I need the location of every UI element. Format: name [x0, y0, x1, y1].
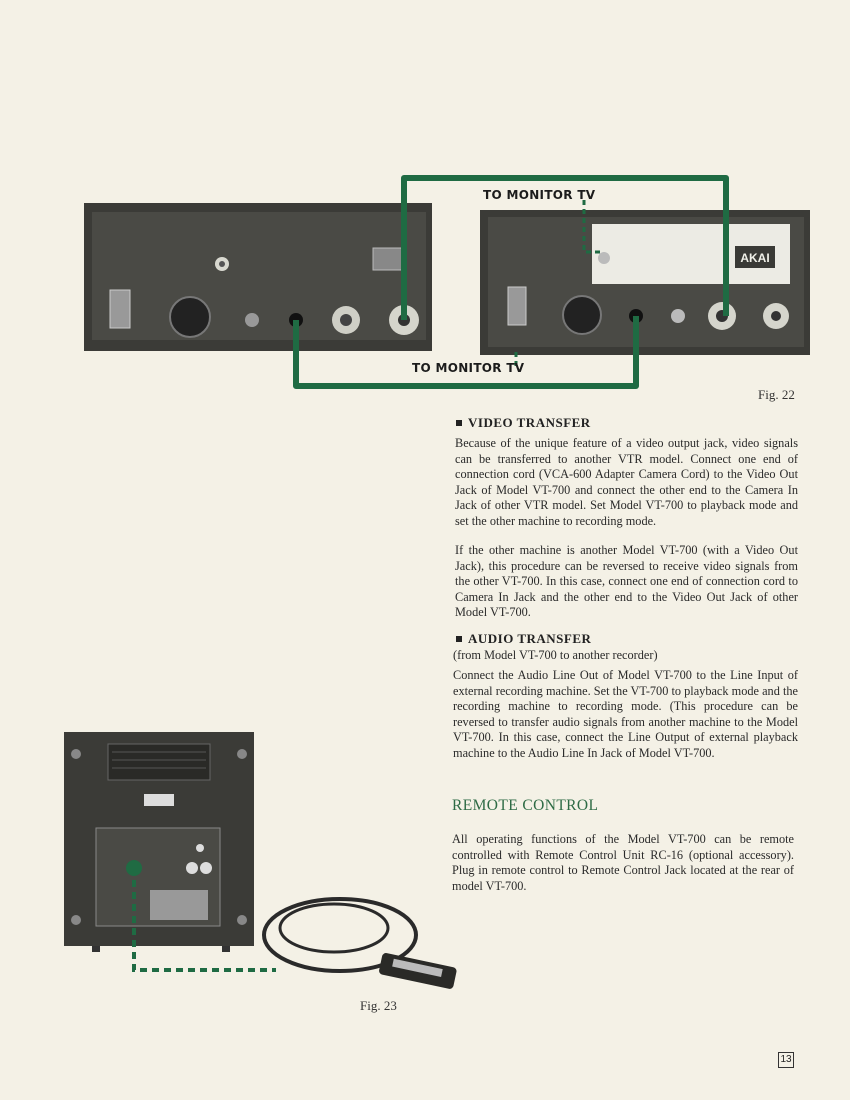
- monitor-branch-top: [582, 200, 604, 254]
- figure-23-photo: [64, 732, 254, 952]
- audio-transfer-subtitle: (from Model VT-700 to another recorder): [453, 648, 658, 662]
- video-transfer-paragraph-2: If the other machine is another Model VT…: [455, 543, 798, 619]
- video-transfer-paragraph-1: Because of the unique feature of a video…: [455, 436, 798, 528]
- figure-22-label: Fig. 22: [758, 387, 795, 402]
- callout-bottom: TO MONITOR TV: [412, 361, 525, 375]
- figure-23-label: Fig. 23: [360, 998, 397, 1013]
- page-number: 13: [778, 1052, 794, 1068]
- audio-cable: [293, 316, 639, 389]
- remote-control-paragraph: All operating functions of the Model VT-…: [452, 832, 794, 893]
- video-transfer-title-text: VIDEO TRANSFER: [468, 415, 591, 430]
- video-transfer-title: VIDEO TRANSFER: [456, 415, 591, 431]
- bullet-icon: [456, 420, 462, 427]
- video-cable: [401, 175, 729, 320]
- bullet-icon: [456, 636, 462, 643]
- left-vtr-back-panel: [84, 203, 432, 351]
- remote-control-unit: [262, 897, 457, 989]
- right-vtr-back-panel: AKAI: [480, 210, 810, 355]
- akai-logo: AKAI: [740, 251, 769, 265]
- callout-top: TO MONITOR TV: [483, 188, 596, 202]
- audio-transfer-paragraph: Connect the Audio Line Out of Model VT-7…: [453, 668, 798, 760]
- audio-transfer-title-text: AUDIO TRANSFER: [468, 631, 592, 646]
- remote-dashed-cable: [132, 868, 276, 972]
- audio-transfer-title: AUDIO TRANSFER: [456, 631, 591, 647]
- remote-control-title: REMOTE CONTROL: [452, 797, 599, 814]
